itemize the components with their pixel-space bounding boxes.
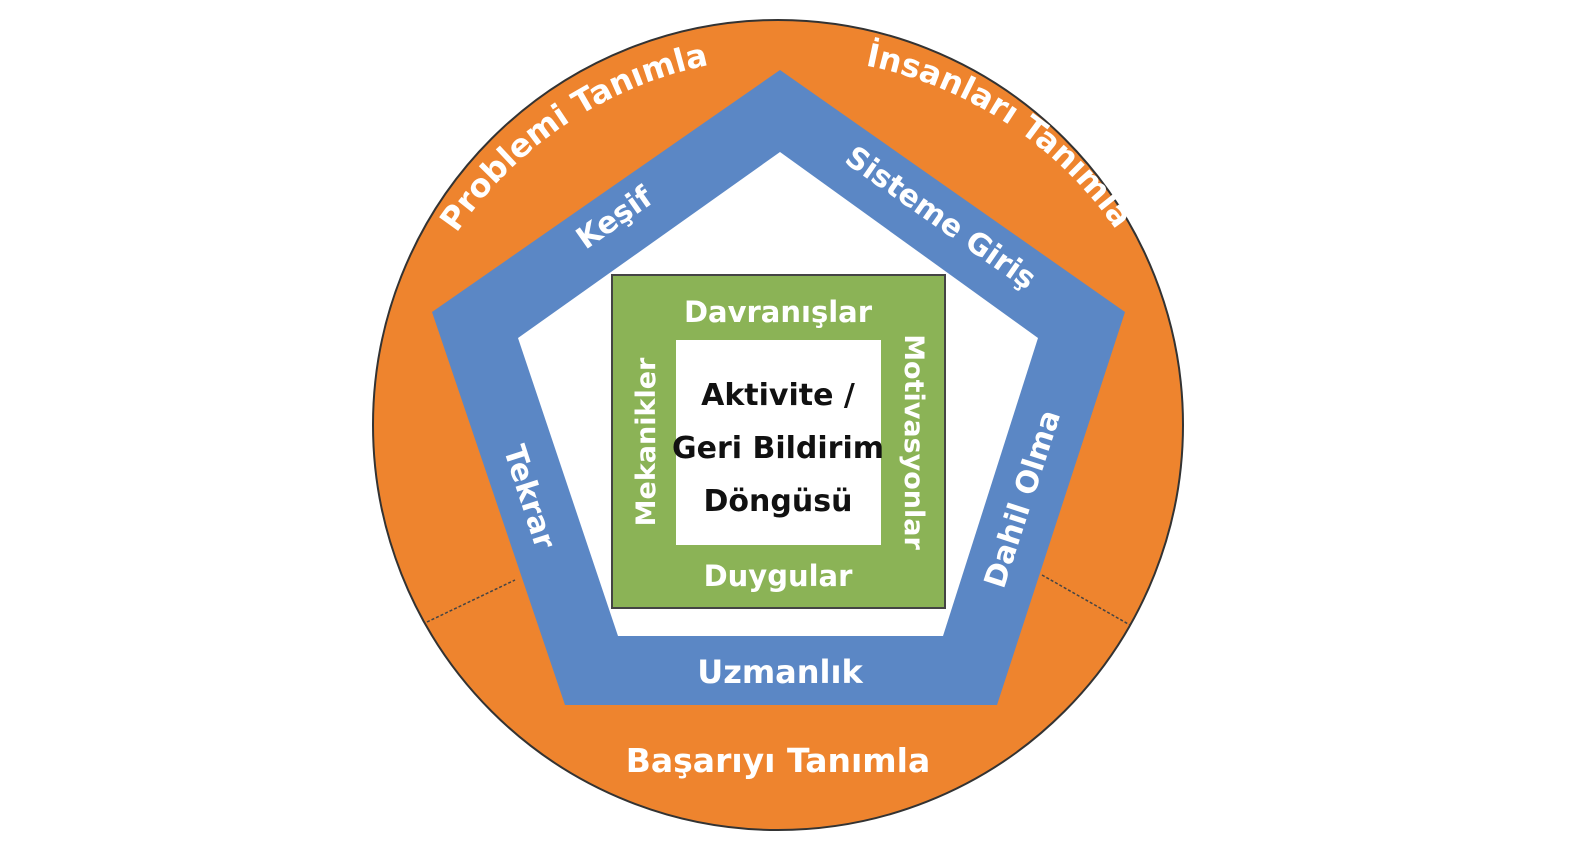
core-line-1: Aktivite / [701,378,855,413]
pentagon-label-mastery: Uzmanlık [697,653,863,691]
core-line-2: Geri Bildirim [672,431,884,466]
ring-divider-left [426,579,516,623]
core-box [676,340,881,545]
square-label-behaviors: Davranışlar [684,295,873,329]
outer-label-success: Başarıyı Tanımla [626,741,931,780]
square-label-mechanics: Mekanikler [631,357,662,526]
ring-divider-right [1041,574,1131,626]
square-label-motivations: Motivasyonlar [898,334,929,550]
square-label-emotions: Duygular [704,559,854,593]
core-line-3: Döngüsü [704,484,853,519]
